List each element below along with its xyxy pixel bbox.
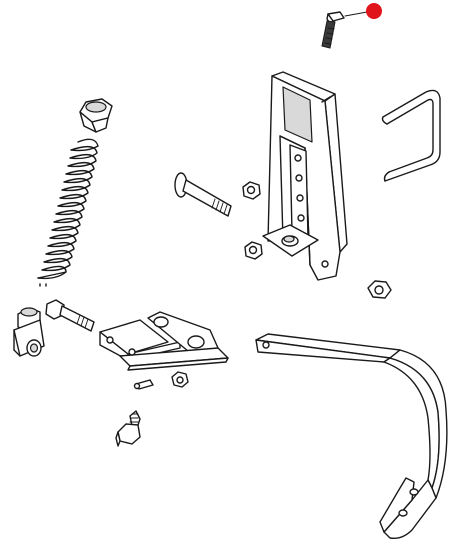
compression-spring[interactable]: [37, 138, 99, 287]
frame-bracket[interactable]: [262, 71, 348, 281]
clamp-block[interactable]: [13, 307, 45, 357]
hinge-plate[interactable]: [99, 311, 229, 371]
hex-nut[interactable]: [171, 371, 189, 388]
leader-line: [344, 11, 368, 17]
tine-shank[interactable]: [255, 333, 448, 540]
roll-pin[interactable]: [133, 379, 154, 390]
u-bolt[interactable]: [381, 89, 441, 182]
carriage-bolt[interactable]: [174, 172, 232, 217]
spring-cap-nut[interactable]: [79, 98, 113, 133]
highlight-marker[interactable]: [366, 3, 382, 19]
short-bolt[interactable]: [115, 410, 141, 447]
hex-nut[interactable]: [242, 181, 261, 200]
hex-nut[interactable]: [244, 241, 263, 260]
lock-nut[interactable]: [367, 280, 392, 299]
bolt-small-top[interactable]: [321, 11, 345, 49]
pivot-bolt[interactable]: [45, 299, 95, 332]
